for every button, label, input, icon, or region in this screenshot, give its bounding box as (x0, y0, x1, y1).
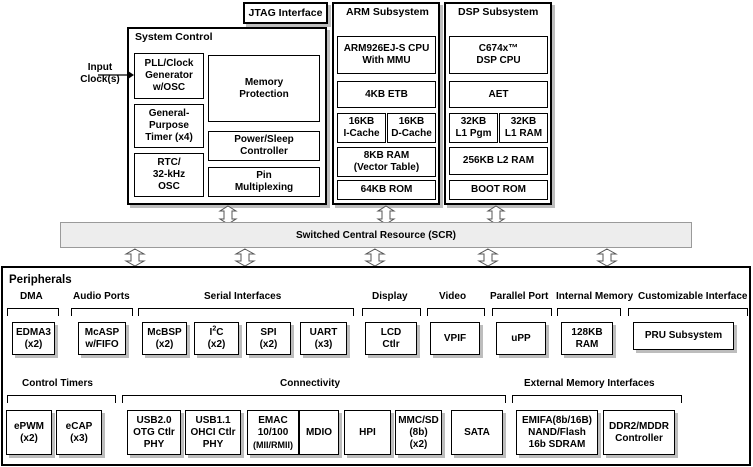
control-timers-bracket (7, 395, 116, 403)
upp-block: uPP (496, 322, 546, 355)
dsp-l2-ram-block: 256KB L2 RAM (449, 147, 548, 175)
edma3-block: EDMA3 (x2) (12, 322, 55, 355)
category-serial-interfaces: Serial Interfaces (204, 291, 282, 302)
power-sleep-controller-block: Power/Sleep Controller (208, 131, 320, 161)
pru-subsystem-block: PRU Subsystem (633, 322, 734, 350)
ecap-block: eCAP (x3) (56, 410, 102, 455)
pll-clock-generator-block: PLL/Clock Generator w/OSC (134, 53, 204, 99)
scr-peripheral-arrow-4 (477, 248, 499, 267)
mcasp-block: McASP w/FIFO (78, 322, 126, 355)
pin-multiplexing-block: Pin Multiplexing (208, 167, 320, 197)
dsp-boot-rom-block: BOOT ROM (449, 180, 548, 200)
emifa-block: EMIFA(8b/16B) NAND/Flash 16b SDRAM (516, 410, 598, 455)
parallel-bracket (492, 308, 552, 316)
usb20-otg-block: USB2.0 OTG Ctlr PHY (127, 410, 181, 455)
video-bracket (427, 308, 485, 316)
scr-peripheral-arrow-5 (596, 248, 618, 267)
category-dma: DMA (20, 291, 43, 302)
display-bracket (362, 308, 421, 316)
peripherals-title: Peripherals (9, 274, 72, 286)
scr-peripheral-arrow-1 (124, 248, 146, 267)
arm-vector-ram-block: 8KB RAM (Vector Table) (337, 147, 436, 177)
switched-central-resource-bar: Switched Central Resource (SCR) (60, 222, 692, 248)
mdio-block: MDIO (299, 410, 339, 455)
mmc-sd-block: MMC/SD (8b) (x2) (395, 410, 442, 455)
dsp-cpu-block: C674x™ DSP CPU (449, 36, 548, 74)
dsp-aet-block: AET (449, 81, 548, 108)
sata-block: SATA (451, 410, 503, 455)
custom-bracket (628, 308, 748, 316)
category-parallel-port: Parallel Port (490, 291, 549, 302)
arm-subsystem-title: ARM Subsystem (346, 6, 429, 18)
emac-interface-label: (MII/RMII) (253, 439, 293, 450)
emac-label: EMAC 10/100 (257, 414, 289, 438)
i2c-count: (x2) (207, 338, 226, 350)
arm-rom-block: 64KB ROM (337, 180, 436, 200)
rtc-oscillator-block: RTC/ 32-kHz OSC (134, 153, 204, 197)
memory-protection-block: Memory Protection (208, 55, 320, 122)
category-video: Video (439, 291, 467, 302)
internal-128kb-ram-block: 128KB RAM (561, 322, 613, 355)
uart-block: UART (x3) (300, 322, 347, 355)
mcbsp-block: McBSP (x2) (142, 322, 187, 355)
category-external-memory-interfaces: External Memory Interfaces (524, 378, 655, 389)
system-control-title: System Control (135, 31, 213, 43)
connectivity-bracket (122, 395, 506, 403)
emac-block: EMAC 10/100 (MII/RMII) (247, 410, 299, 455)
scr-peripheral-arrow-2 (234, 248, 256, 267)
arm-dcache-block: 16KB D-Cache (387, 113, 436, 143)
ddr2-mddr-controller-block: DDR2/MDDR Controller (603, 410, 675, 455)
i2c-block: I2C (x2) (194, 322, 239, 355)
category-display: Display (372, 291, 408, 302)
input-clock-label: Input Clock(s) (80, 62, 120, 85)
dsp-l1-pgm-block: 32KB L1 Pgm (449, 113, 498, 143)
i2c-label: I2C (209, 325, 224, 338)
dsp-l1-ram-block: 32KB L1 RAM (499, 113, 548, 143)
category-customizable-interface: Customizable Interface (638, 291, 748, 302)
jtag-interface-block: JTAG Interface (243, 2, 328, 24)
category-audio-ports: Audio Ports (73, 291, 130, 302)
usb11-ohci-block: USB1.1 OHCI Ctlr PHY (185, 410, 241, 455)
spi-block: SPI (x2) (246, 322, 291, 355)
arm-etb-block: 4KB ETB (337, 81, 436, 108)
dma-bracket (7, 308, 59, 316)
general-purpose-timer-block: General- Purpose Timer (x4) (134, 104, 204, 148)
lcd-controller-block: LCD Ctlr (365, 322, 417, 355)
dsp-subsystem-title: DSP Subsystem (458, 6, 539, 18)
hpi-block: HPI (344, 410, 391, 455)
scr-peripheral-arrow-3 (364, 248, 386, 267)
arm-icache-block: 16KB I-Cache (337, 113, 386, 143)
internal-memory-bracket (557, 308, 621, 316)
category-connectivity: Connectivity (280, 378, 341, 389)
emif-bracket (512, 395, 682, 403)
arm-cpu-block: ARM926EJ-S CPU With MMU (337, 36, 436, 74)
category-control-timers: Control Timers (22, 378, 93, 389)
vpif-block: VPIF (430, 322, 480, 355)
audio-bracket (71, 308, 133, 316)
input-clock-arrow (98, 71, 134, 79)
epwm-block: ePWM (x2) (6, 410, 52, 455)
category-internal-memory: Internal Memory (556, 291, 634, 302)
serial-bracket (138, 308, 354, 316)
